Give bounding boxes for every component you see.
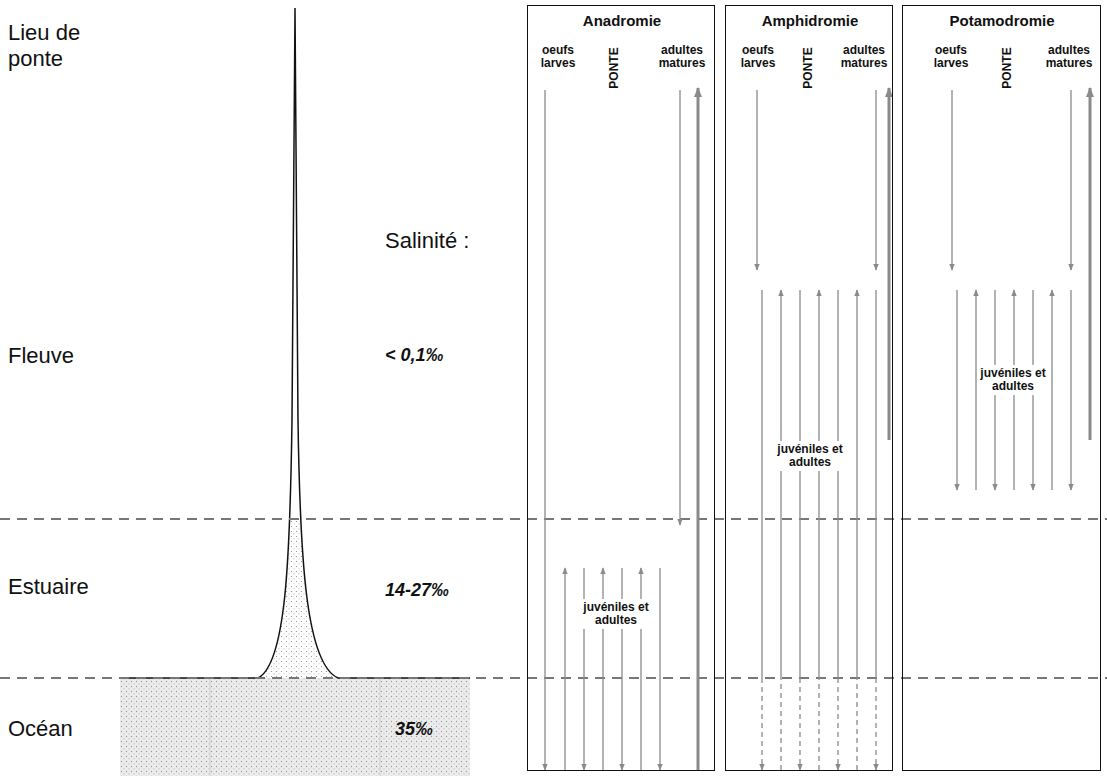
zone-label: Estuaire xyxy=(8,574,89,600)
stage-label: juvéniles et adultes xyxy=(979,365,1047,395)
migration-arrow xyxy=(1070,290,1071,490)
migration-panel: Potamodromie oeufs larves PONTE adultes mat… xyxy=(902,5,1101,771)
panel-title: Anadromie xyxy=(583,12,661,29)
stage-label: adultes matures xyxy=(835,44,893,70)
river-outline xyxy=(120,8,470,678)
migration-arrow xyxy=(837,290,838,678)
migration-arrow xyxy=(659,568,660,770)
migration-arrow xyxy=(975,290,976,490)
migration-arrow xyxy=(761,678,762,770)
stage-label: juvéniles et adultes xyxy=(776,441,844,471)
zone-label: Lieu de ponte xyxy=(8,20,128,72)
salinity-value: 35‰ xyxy=(395,719,433,740)
migration-arrow xyxy=(956,290,957,490)
panel-title: Potamodromie xyxy=(949,12,1054,29)
migration-arrow xyxy=(875,90,876,270)
migration-arrow xyxy=(1089,88,1092,440)
zone-label: Salinité : xyxy=(385,228,469,254)
migration-arrow xyxy=(799,678,800,770)
spawning-label: PONTE xyxy=(607,47,621,88)
ocean-area xyxy=(120,678,470,776)
stage-label: juvéniles et adultes xyxy=(582,599,650,629)
estuary-area xyxy=(258,519,338,678)
panel-title: Amphidromie xyxy=(762,12,859,29)
ocean-line xyxy=(210,678,211,776)
migration-arrow xyxy=(697,88,700,770)
salinity-value: < 0,1‰ xyxy=(385,345,444,366)
stage-label: oeufs larves xyxy=(529,44,587,70)
migration-arrow xyxy=(875,290,876,678)
migration-arrow xyxy=(1070,90,1071,270)
migration-arrow xyxy=(818,678,819,770)
stage-label: oeufs larves xyxy=(729,44,787,70)
spawning-label: PONTE xyxy=(801,47,815,88)
stage-label: adultes matures xyxy=(1040,44,1098,70)
migration-arrow xyxy=(1051,290,1052,490)
migration-arrow xyxy=(888,88,891,440)
migration-arrow xyxy=(837,678,838,770)
migration-arrow xyxy=(756,90,757,270)
migration-arrow xyxy=(780,290,781,678)
migration-panel: Anadromie oeufs larves PONTE adultes mature… xyxy=(527,5,715,771)
ocean-line xyxy=(380,678,381,776)
stage-label: adultes matures xyxy=(653,44,711,70)
migration-arrow xyxy=(799,290,800,678)
zone-label: Fleuve xyxy=(8,343,74,369)
zone-divider xyxy=(0,677,1107,679)
zone-divider xyxy=(0,518,1107,520)
migration-arrow xyxy=(679,90,680,525)
migration-arrow xyxy=(856,290,857,678)
migration-arrow xyxy=(564,568,565,770)
stage-label: oeufs larves xyxy=(922,44,980,70)
salinity-value: 14-27‰ xyxy=(385,580,449,601)
migration-arrow xyxy=(780,678,781,770)
migration-panel: Amphidromie oeufs larves PONTE adultes matu… xyxy=(725,5,893,771)
migration-arrow xyxy=(761,290,762,678)
zone-label: Océan xyxy=(8,716,73,742)
migration-arrow xyxy=(951,90,952,270)
migration-arrow xyxy=(544,90,545,770)
spawning-label: PONTE xyxy=(1000,47,1014,88)
migration-arrow xyxy=(875,678,876,770)
migration-arrow xyxy=(818,290,819,678)
migration-arrow xyxy=(856,678,857,770)
